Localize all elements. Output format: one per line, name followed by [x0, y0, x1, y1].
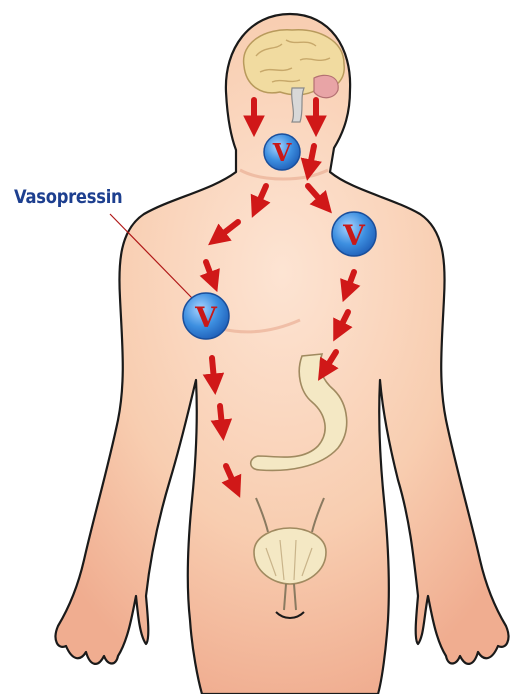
arrow — [220, 406, 222, 426]
vasopressin-marker: V — [332, 212, 376, 256]
arrow — [310, 146, 314, 166]
arrow — [212, 358, 214, 380]
vasopressin-label: Vasopressin — [14, 186, 122, 208]
cerebellum — [314, 75, 338, 97]
marker-letter: V — [342, 219, 366, 252]
body-silhouette — [56, 14, 509, 694]
vasopressin-marker: V — [264, 134, 300, 170]
vasopressin-marker: V — [183, 293, 229, 339]
marker-letter: V — [272, 138, 292, 167]
marker-letter: V — [194, 301, 218, 334]
